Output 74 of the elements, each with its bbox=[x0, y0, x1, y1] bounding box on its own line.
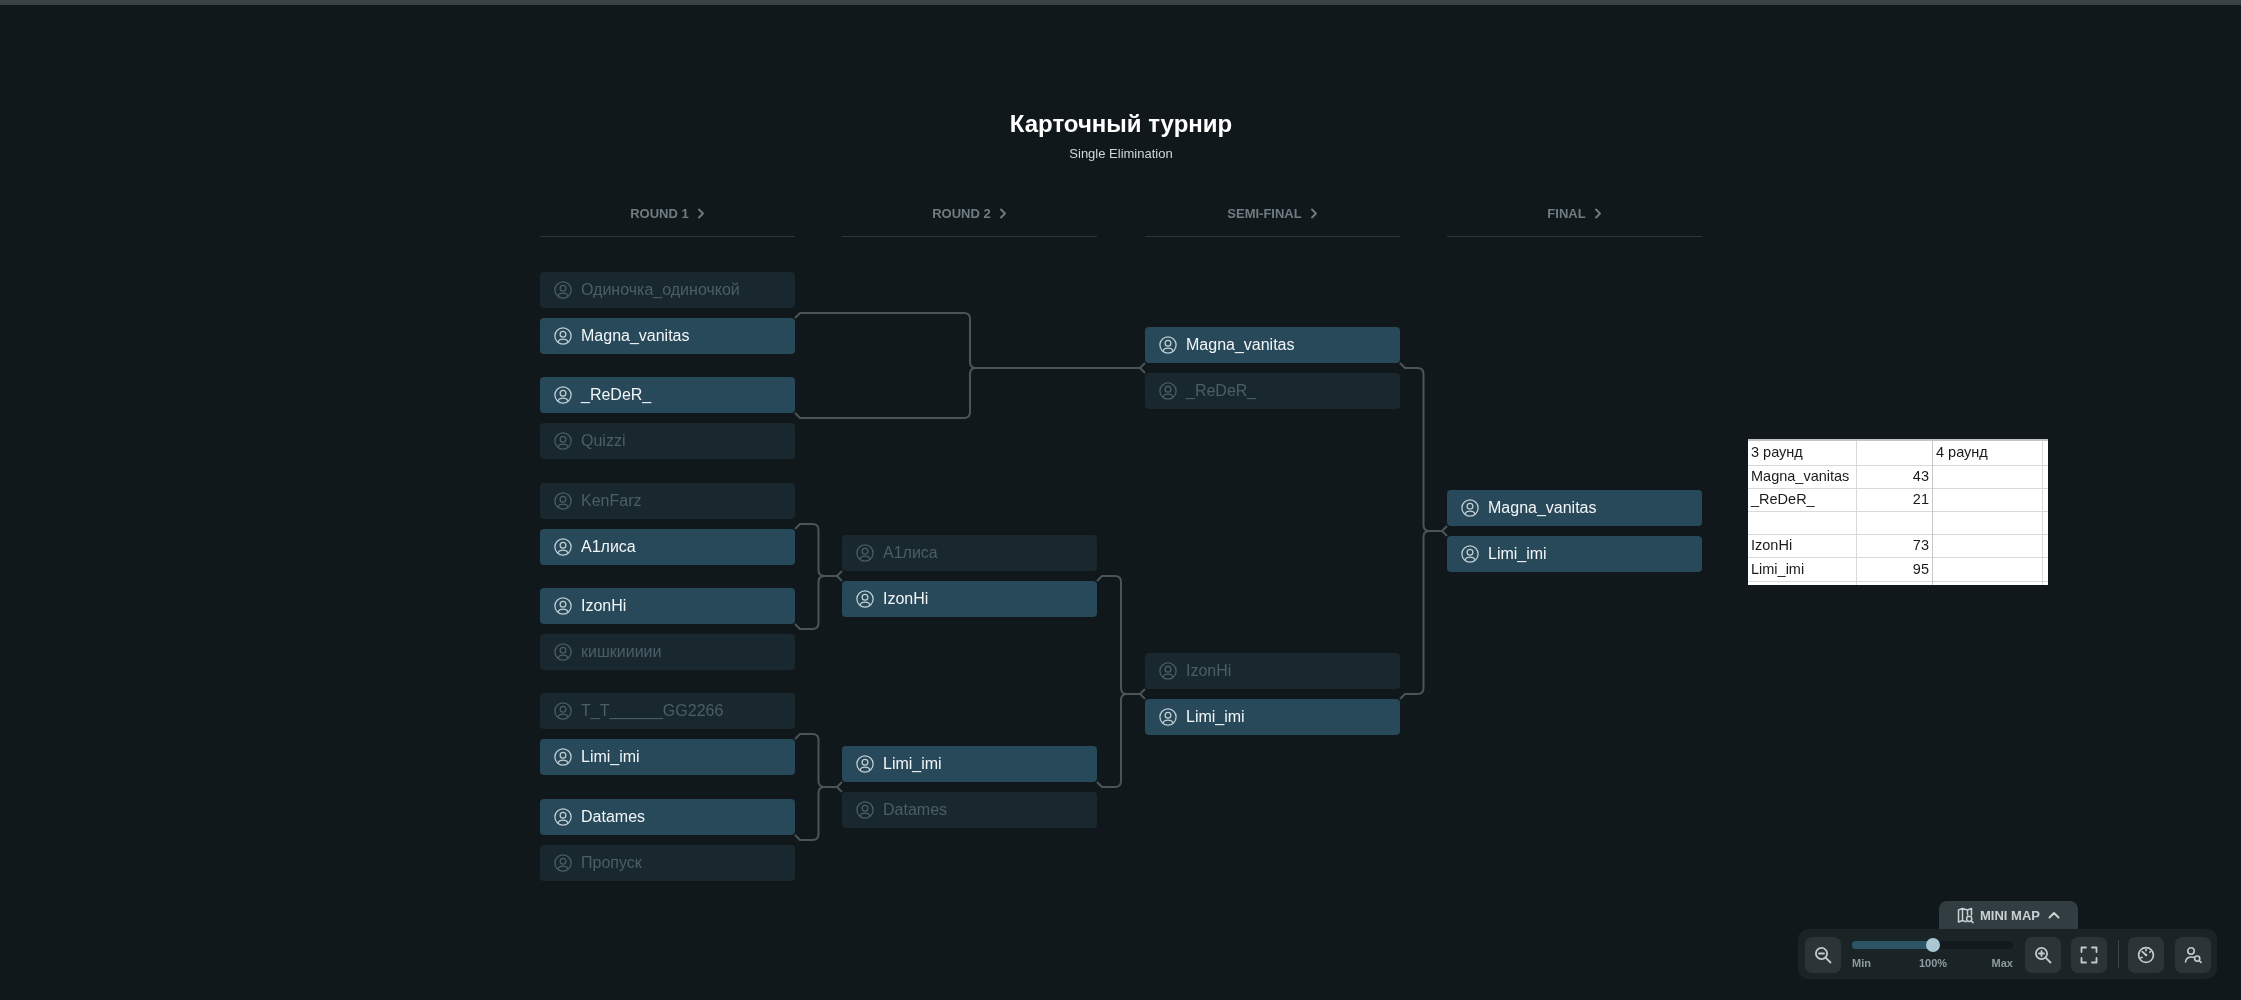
player-slot bbox=[540, 377, 795, 413]
player-name: Limi_imi bbox=[1488, 545, 1547, 563]
player-name: кишкиииии bbox=[581, 643, 662, 661]
round-heading-text: 3 раунд bbox=[1751, 443, 1803, 461]
column-heading: FINAL bbox=[1547, 205, 1586, 221]
player-name: Одиночка_одиночкой bbox=[581, 281, 740, 299]
player-name: Datames bbox=[883, 801, 948, 819]
round-heading-text: 4 раунд bbox=[1936, 443, 1988, 461]
column-heading: ROUND 1 bbox=[630, 205, 689, 221]
player-slot bbox=[1145, 699, 1400, 735]
score-value: 95 bbox=[1912, 560, 1929, 578]
player-slot bbox=[1145, 327, 1400, 363]
player-name: KenFarz bbox=[581, 492, 642, 510]
score-value: 21 bbox=[1912, 491, 1929, 508]
player-name: _ReDeR_ bbox=[1186, 382, 1257, 400]
zoom-max-label: Max bbox=[1991, 957, 2013, 970]
player-slot bbox=[540, 799, 795, 835]
bracket-line bbox=[794, 575, 843, 630]
player-name: Limi_imi bbox=[1186, 708, 1245, 726]
score-value: 73 bbox=[1912, 537, 1929, 554]
score-value: 43 bbox=[1912, 468, 1929, 485]
player-name-text: Magna_vanitas bbox=[1751, 468, 1850, 485]
player-name-text: Limi_imi bbox=[1751, 560, 1805, 578]
zoom-level-label: 100% bbox=[1918, 957, 1948, 970]
player-name: _ReDeR_ bbox=[581, 386, 652, 404]
player-slot bbox=[540, 588, 795, 624]
player-slot bbox=[540, 483, 795, 519]
mini-map-button: MINI MAP bbox=[1939, 901, 2078, 929]
player-slot bbox=[540, 634, 795, 670]
player-name: IzonHi bbox=[1186, 662, 1232, 680]
player-slot bbox=[842, 746, 1097, 782]
player-slot bbox=[540, 845, 795, 881]
player-name: Datames bbox=[581, 808, 646, 826]
player-slot bbox=[842, 792, 1097, 828]
player-slot bbox=[540, 693, 795, 729]
player-name: Quizzi bbox=[581, 432, 626, 450]
player-slot bbox=[1447, 536, 1702, 572]
player-name: A1лиса bbox=[581, 538, 636, 556]
player-name: Пропуск bbox=[581, 854, 642, 872]
player-name-text: _ReDeR_ bbox=[1751, 491, 1815, 508]
player-slot bbox=[1145, 653, 1400, 689]
player-slot bbox=[540, 423, 795, 459]
player-slot bbox=[842, 581, 1097, 617]
bracket-line bbox=[1399, 530, 1448, 700]
bracket-line bbox=[794, 786, 843, 841]
player-slot bbox=[1145, 373, 1400, 409]
player-name: IzonHi bbox=[581, 597, 627, 615]
player-name: Magna_vanitas bbox=[1488, 499, 1597, 517]
bracket-line bbox=[1399, 362, 1448, 532]
player-name: Limi_imi bbox=[581, 748, 640, 766]
player-slot bbox=[540, 318, 795, 354]
player-name: IzonHi bbox=[883, 590, 929, 608]
bracket-line bbox=[1096, 693, 1146, 788]
bracket-line bbox=[794, 312, 1146, 369]
bracket-subtitle: Single Elimination bbox=[1069, 146, 1173, 161]
player-slot bbox=[540, 529, 795, 565]
player-slot bbox=[842, 535, 1097, 571]
bracket-line bbox=[794, 733, 843, 788]
column-heading: ROUND 2 bbox=[932, 205, 991, 221]
player-slot bbox=[1447, 490, 1702, 526]
player-name: Magna_vanitas bbox=[1186, 336, 1295, 354]
bracket-title: Карточный турнир bbox=[1009, 111, 1233, 137]
bracket-line bbox=[794, 523, 843, 577]
player-name: A1лиса bbox=[883, 544, 938, 562]
bracket-line bbox=[794, 367, 1146, 419]
player-slot bbox=[540, 739, 795, 775]
player-name-text: IzonHi bbox=[1751, 537, 1793, 554]
player-name: Limi_imi bbox=[883, 755, 942, 773]
zoom-min-label: Min bbox=[1852, 957, 1871, 970]
player-name: T_T______GG2266 bbox=[581, 702, 724, 720]
column-heading: SEMI-FINAL bbox=[1227, 205, 1302, 221]
player-name: Magna_vanitas bbox=[581, 327, 690, 345]
player-slot bbox=[540, 272, 795, 308]
bracket-line bbox=[1096, 575, 1146, 695]
